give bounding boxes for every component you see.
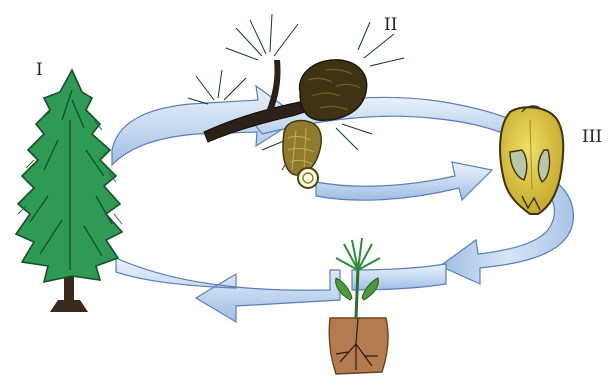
arrow-seedling-to-tree bbox=[116, 258, 446, 322]
stage-label-3: III bbox=[582, 129, 602, 146]
seedling-in-soil-icon bbox=[329, 238, 388, 374]
winged-seed-icon bbox=[500, 106, 563, 214]
stage-label-2: II bbox=[384, 17, 397, 34]
arrow-cone-to-seed bbox=[316, 162, 492, 200]
pine-tree-icon bbox=[16, 70, 122, 312]
stage-label-1: I bbox=[36, 62, 43, 79]
